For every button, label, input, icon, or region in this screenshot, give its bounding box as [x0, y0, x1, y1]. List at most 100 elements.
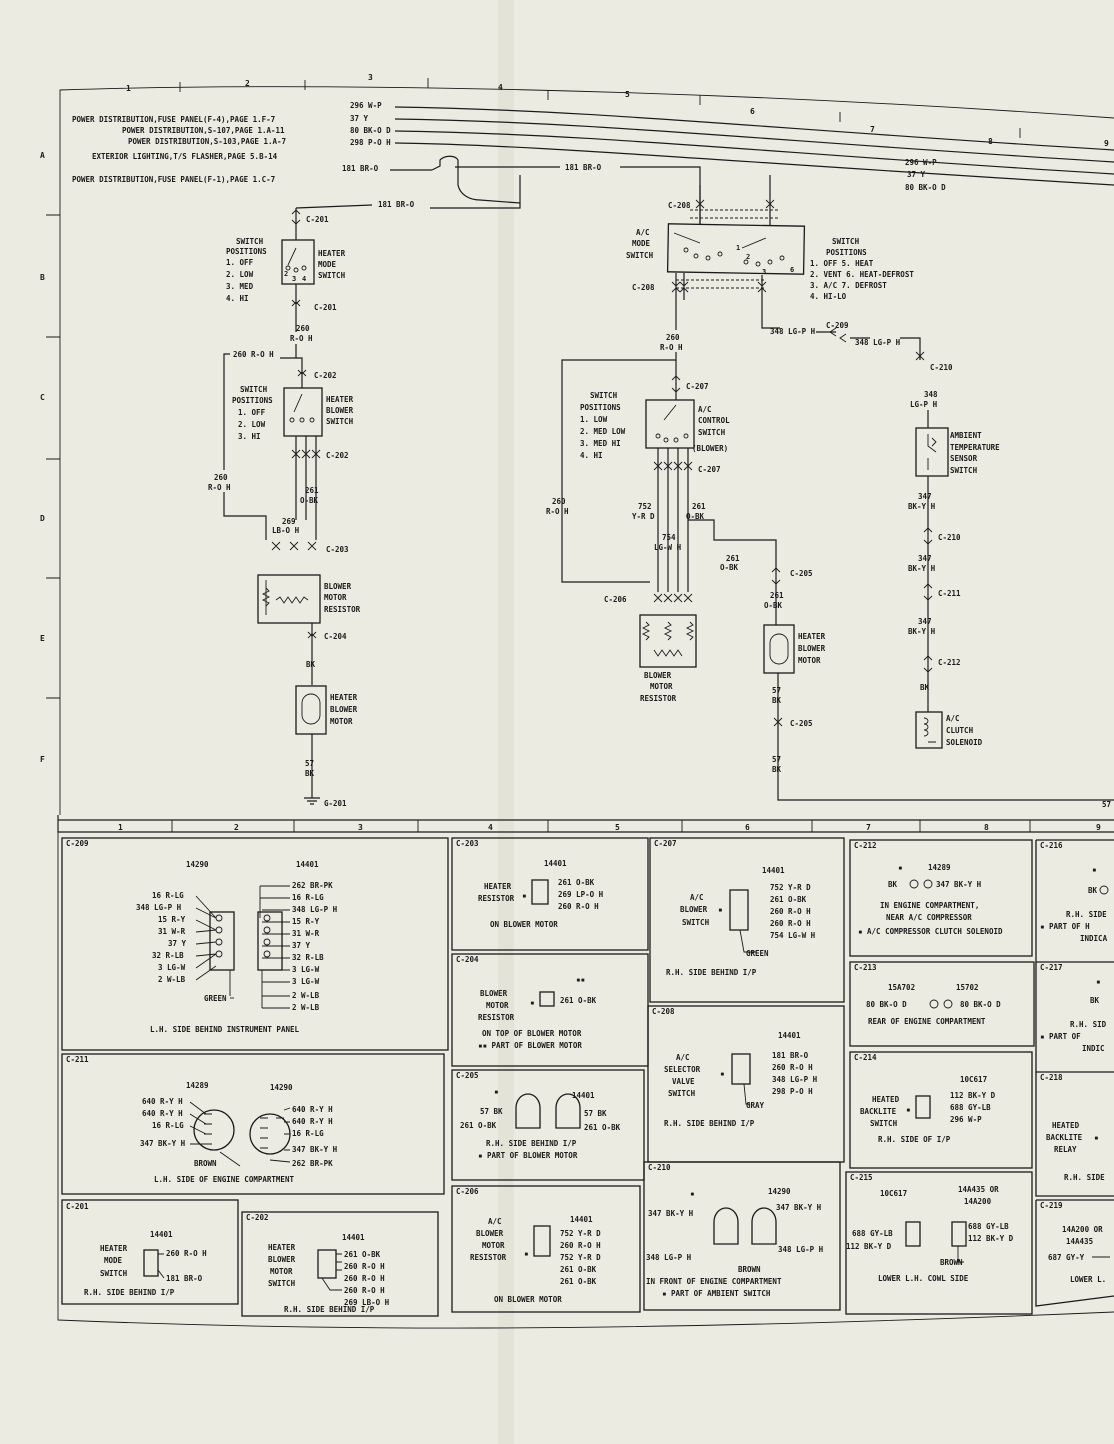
c217-marker: ▪	[1096, 977, 1101, 986]
c207-name-3: SWITCH	[682, 918, 710, 927]
c212-lw: BK	[888, 880, 898, 889]
c203-id: C-203	[456, 839, 479, 848]
grid-top-9: 9	[1104, 139, 1109, 148]
c209-green: GREEN	[204, 994, 227, 1003]
c212-id: C-212	[854, 841, 877, 850]
mid-resistor-1: BLOWER	[644, 671, 672, 680]
mid-ctrl-title-2: POSITIONS	[580, 403, 621, 412]
c206-w1: 260 R-O H	[560, 1241, 601, 1250]
left-resistor-1: BLOWER	[324, 582, 352, 591]
left-mode-pos-2: 2. LOW	[226, 270, 254, 279]
c211-l0: 640 R-Y H	[142, 1097, 183, 1106]
c202-w1: 260 R-O H	[344, 1262, 385, 1271]
mid-pos-2: 2. VENT 6. HEAT-DEFROST	[810, 270, 914, 279]
c209-l4: 37 Y	[168, 939, 187, 948]
c212-loc1: IN ENGINE COMPARTMENT,	[880, 901, 979, 910]
left-mode-switch-2: MODE	[318, 260, 337, 269]
mid-ctrl-sw-1: A/C	[698, 405, 712, 414]
left-c201: C-201	[306, 215, 329, 224]
c208-marker: ▪	[720, 1069, 725, 1078]
c214-w2: 296 W-P	[950, 1115, 982, 1124]
mid-w752-b: Y-R D	[632, 512, 655, 521]
right-w57-end: 57	[1102, 800, 1111, 809]
c216-loc1: R.H. SIDE	[1066, 910, 1107, 919]
mid-w260b-a: 260	[552, 497, 566, 506]
grid-bottom-2: 2	[234, 823, 239, 832]
mid-pos-4: 4. HI-LO	[810, 292, 847, 301]
mid-w261c-b: O-BK	[720, 563, 739, 572]
mid-w261d-b: O-BK	[764, 601, 783, 610]
mid-acmode-1: A/C	[636, 228, 650, 237]
c217-id: C-217	[1040, 963, 1063, 972]
c210-loc1: IN FRONT OF ENGINE COMPARTMENT	[646, 1277, 782, 1286]
mid-w57-b: BK	[772, 696, 782, 705]
mid-w348a: 348 LG-P H	[770, 327, 816, 336]
mid-resistor-2: MOTOR	[650, 682, 673, 691]
c211-id: C-211	[66, 1055, 89, 1064]
left-blower-title-1: SWITCH	[240, 385, 268, 394]
c212-p: 14289	[928, 863, 951, 872]
right-c210: C-210	[930, 363, 953, 372]
c211-r0: 640 R-Y H	[292, 1105, 333, 1114]
panel-c209: C-209 14290 14401 16 R-LG 348 LG-P H 15 …	[61, 837, 449, 1051]
c218-loc: R.H. SIDE	[1064, 1173, 1105, 1182]
c204-marker: ▪	[530, 998, 535, 1007]
c215-brown: BROWN	[940, 1258, 963, 1267]
mid-w57b-b: BK	[772, 765, 782, 774]
c217-loc1: R.H. SID	[1070, 1020, 1107, 1029]
mid-c206: C-206	[604, 595, 627, 604]
c209-l2: 15 R-Y	[158, 915, 186, 924]
left-blower-switch-2: BLOWER	[326, 406, 354, 415]
mid-c208: C-208	[668, 201, 691, 210]
c212-rw: 347 BK-Y H	[936, 880, 982, 889]
c218-id: C-218	[1040, 1073, 1063, 1082]
right-sensor-1: AMBIENT	[950, 431, 982, 440]
left-w269-b: LB-O H	[272, 526, 300, 535]
grid-bottom-4: 4	[488, 823, 493, 832]
c212-marker: ▪	[898, 863, 903, 872]
mid-switch-title-1: SWITCH	[832, 237, 860, 246]
c214-name-2: BACKLITE	[860, 1107, 897, 1116]
mid-c207: C-207	[686, 382, 709, 391]
c209-r8: 3 LG-W	[292, 977, 320, 986]
c209-r4: 31 W-R	[292, 929, 320, 938]
panel-c210: C-210 ▪ 14290 347 BK-Y H 348 LG-P H 347 …	[643, 1161, 841, 1311]
c207-w1: 261 O-BK	[770, 895, 807, 904]
c202-w2: 260 R-O H	[344, 1274, 385, 1283]
c211-l3: 347 BK-Y H	[140, 1139, 186, 1148]
c211-r1: 640 R-Y H	[292, 1117, 333, 1126]
panel-c203: C-203 14401 HEATER RESISTOR ▪ 261 O-BK 2…	[451, 837, 649, 951]
c201-name-1: HEATER	[100, 1244, 128, 1253]
c203-w1: 269 LP-O H	[558, 890, 604, 899]
mid-ctrl-pos-4: 4. HI	[580, 451, 603, 460]
mid-w260-b: R-O H	[660, 343, 683, 352]
c211-r4: 262 BR-PK	[292, 1159, 333, 1168]
c208-id: C-208	[652, 1007, 675, 1016]
source-4-wire: 298 P-O H	[350, 138, 391, 147]
left-c202b: C-202	[326, 451, 349, 460]
c214-id: C-214	[854, 1053, 877, 1062]
left-ground: G-201	[324, 799, 347, 808]
grid-top-7: 7	[870, 125, 875, 134]
mid-c208b: C-208	[632, 283, 655, 292]
c202-p: 14401	[342, 1233, 365, 1242]
c208-w1: 260 R-O H	[772, 1063, 813, 1072]
c203-loc: ON BLOWER MOTOR	[490, 920, 558, 929]
c201-id: C-201	[66, 1202, 89, 1211]
c209-r9: 2 W-LB	[292, 991, 320, 1000]
mid-ctrl-sw-2: CONTROL	[698, 416, 730, 425]
c206-w3: 261 O-BK	[560, 1265, 597, 1274]
c209-r10: 2 W-LB	[292, 1003, 320, 1012]
c206-name-4: RESISTOR	[470, 1253, 507, 1262]
c219-p-b: 14A435	[1066, 1237, 1093, 1246]
mid-w752-a: 752	[638, 502, 652, 511]
c209-l5: 32 R-LB	[152, 951, 184, 960]
c209-r3: 15 R-Y	[292, 917, 320, 926]
power-sources: POWER DISTRIBUTION,FUSE PANEL(F-4),PAGE …	[72, 101, 1114, 225]
c204-mark: ▪▪	[576, 975, 585, 984]
right-w347a-b: BK-Y H	[908, 502, 936, 511]
left-w57-b: BK	[305, 769, 315, 778]
wire-181-top: 181 BR-O	[565, 163, 602, 172]
mid-pos-1: 1. OFF 5. HEAT	[810, 259, 874, 268]
